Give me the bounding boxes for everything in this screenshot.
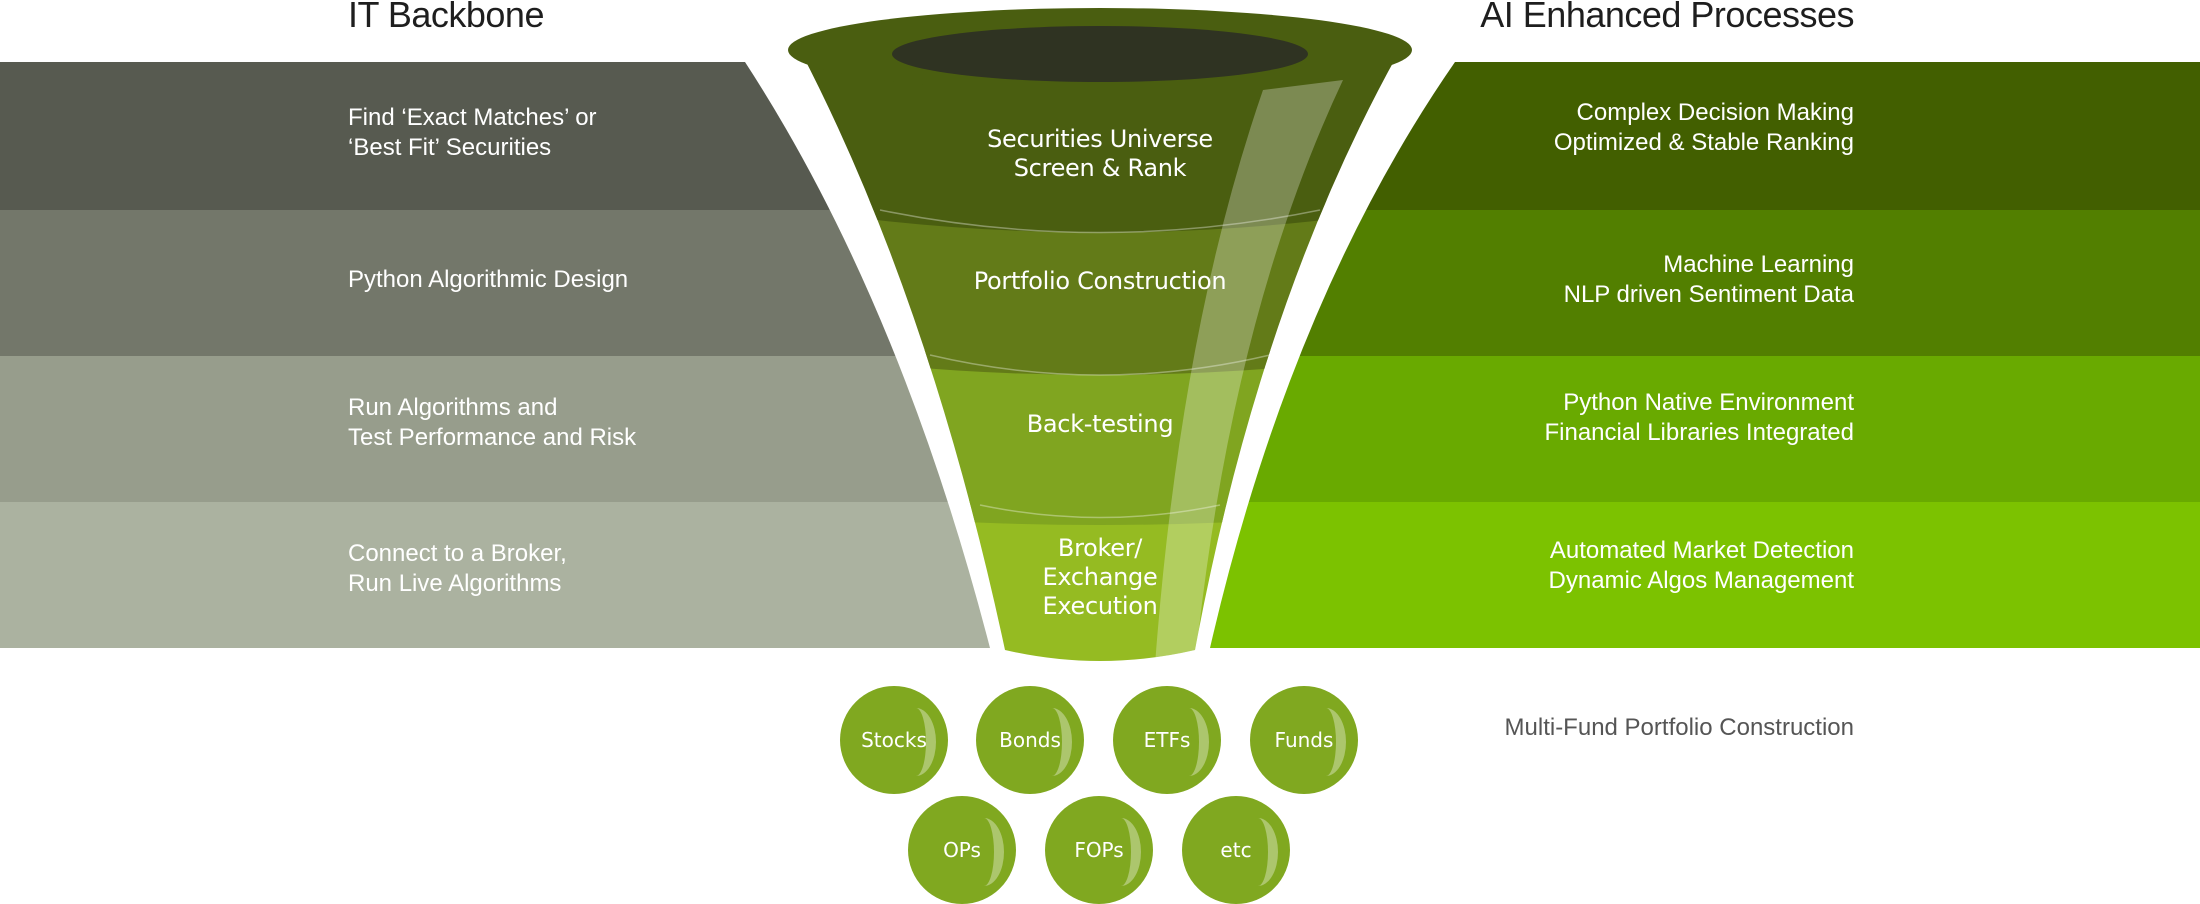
heading-it-backbone: IT Backbone <box>348 0 544 35</box>
right-band-3-text: Python Native Environment Financial Libr… <box>1544 389 1854 446</box>
heading-ai-enhanced-processes: AI Enhanced Processes <box>1480 0 1854 35</box>
bubble-shine-icon <box>896 708 936 776</box>
funnel-gloss <box>1155 80 1343 661</box>
funnel-stage-1-label: Securities Universe Screen & Rank <box>987 125 1213 182</box>
asset-bubble-etfs: ETFs <box>1113 686 1221 794</box>
right-band-2 <box>1210 210 2200 356</box>
asset-bubble-bonds: Bonds <box>976 686 1084 794</box>
right-band-2-text: Machine Learning NLP driven Sentiment Da… <box>1563 251 1854 308</box>
left-band-2-text: Python Algorithmic Design <box>348 266 629 293</box>
left-band-2 <box>0 210 990 356</box>
bubble-shine-icon <box>1306 708 1346 776</box>
asset-bubble-stocks: Stocks <box>840 686 948 794</box>
right-band-1-text: Complex Decision Making Optimized & Stab… <box>1553 99 1854 156</box>
funnel-stage-2-label: Portfolio Construction <box>973 267 1227 295</box>
left-band-3 <box>0 356 990 502</box>
asset-bubble-funds: Funds <box>1250 686 1358 794</box>
left-band-4-text: Connect to a Broker, Run Live Algorithms <box>348 540 567 597</box>
right-band-4-text: Automated Market Detection Dynamic Algos… <box>1548 537 1854 594</box>
right-band-4 <box>1210 502 2200 648</box>
bubble-shine-icon <box>1101 818 1141 886</box>
asset-bubble-ops: OPs <box>908 796 1016 904</box>
left-band-3-text: Run Algorithms and Test Performance and … <box>348 394 637 451</box>
funnel-stage-3-label: Back-testing <box>1026 410 1174 438</box>
bubble-shine-icon <box>1032 708 1072 776</box>
funnel-stage-4-label: Broker/ Exchange Execution <box>1042 534 1158 620</box>
asset-bubble-etc: etc <box>1182 796 1290 904</box>
bubble-shine-icon <box>964 818 1004 886</box>
funnel-opening <box>892 26 1308 82</box>
multi-fund-note: Multi-Fund Portfolio Construction <box>1504 714 1854 741</box>
left-band-4 <box>0 502 990 648</box>
funnel-stage-1-fill <box>800 50 1400 233</box>
bubble-shine-icon <box>1169 708 1209 776</box>
funnel-stage-2-fill <box>800 200 1400 375</box>
asset-bubble-fops: FOPs <box>1045 796 1153 904</box>
left-bands <box>0 62 990 648</box>
left-band-1-text: Find ‘Exact Matches’ or ‘Best Fit’ Secur… <box>348 104 597 161</box>
right-band-3 <box>1210 356 2200 502</box>
bubble-shine-icon <box>1238 818 1278 886</box>
